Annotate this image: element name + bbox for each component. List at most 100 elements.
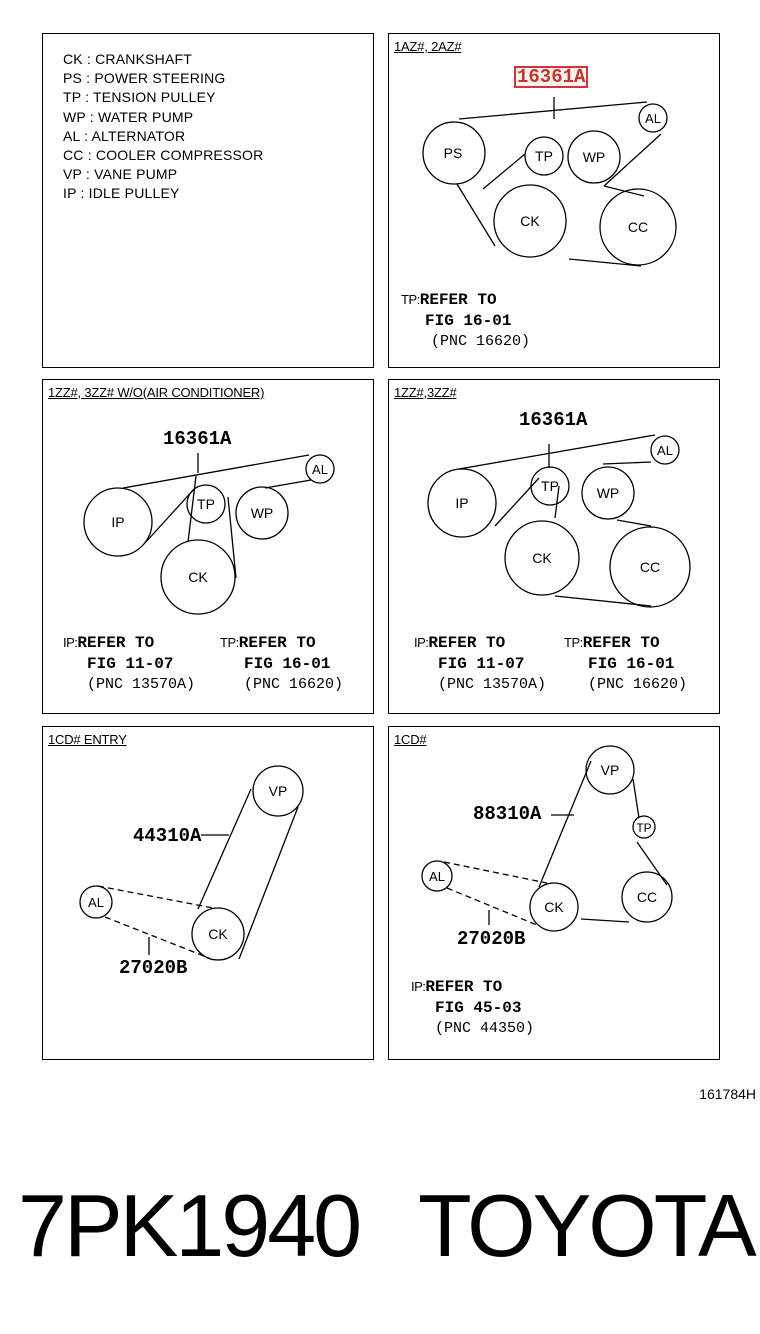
- pulley-label-tp: TP: [541, 478, 559, 494]
- pulley-label-cc: CC: [637, 889, 657, 905]
- illustration-code: 161784H: [699, 1086, 756, 1102]
- pulley-tp: [524, 136, 564, 176]
- part-number-16361a[interactable]: 16361A: [519, 409, 588, 431]
- ref-fig[interactable]: FIG 11-07: [87, 654, 174, 673]
- pulley-ck: [504, 520, 580, 596]
- ref-ip: IP:REFER TO FIG 45-03 (PNC 44350): [411, 977, 534, 1039]
- pulley-label-wp: WP: [583, 149, 606, 165]
- belt-diagram-1cd-entry: VP AL CK: [79, 765, 304, 961]
- belt-diagram-1zz-wo-ac: IP TP WP AL CK: [83, 453, 335, 615]
- ref-fig[interactable]: FIG 16-01: [425, 311, 512, 330]
- pulley-label-tp: TP: [197, 496, 215, 512]
- panel-1zz-3zz: IP TP WP AL CK CC 1ZZ#,3ZZ# 16361A IP:RE…: [388, 379, 720, 714]
- part-number-44310a[interactable]: 44310A: [133, 825, 202, 847]
- ref-tp: TP:REFER TO FIG 16-01 (PNC 16620): [220, 633, 343, 695]
- ref-ip: IP:REFER TO FIG 11-07 (PNC 13570A): [414, 633, 546, 695]
- brand-footer: TOYOTA: [418, 1176, 757, 1275]
- belt-segment: [632, 778, 640, 819]
- pulley-label-ck: CK: [208, 926, 228, 942]
- pulley-label-al: AL: [657, 443, 673, 458]
- belt-diagram-1az: PS TP WP AL CK CC: [422, 97, 677, 267]
- pulley-al: [638, 103, 668, 133]
- panel-title: 1ZZ#, 3ZZ# W/O(AIR CONDITIONER): [48, 385, 265, 400]
- belt-segment-dashed: [443, 861, 548, 884]
- panel-title: 1CD# ENTRY: [48, 732, 127, 747]
- ref-pnc: (PNC 13570A): [438, 676, 547, 693]
- pulley-al: [79, 885, 113, 919]
- part-number-88310a[interactable]: 88310A: [473, 803, 542, 825]
- ref-abbr: TP:: [564, 635, 583, 650]
- pulley-label-ip: IP: [111, 514, 124, 530]
- part-code-footer: 7PK1940: [18, 1176, 362, 1275]
- belt-segment: [238, 806, 299, 960]
- ref-fig[interactable]: FIG 16-01: [244, 654, 331, 673]
- ref-fig[interactable]: FIG 16-01: [588, 654, 675, 673]
- panel-title: 1ZZ#,3ZZ#: [394, 385, 457, 400]
- legend-item-ck: CK : CRANKSHAFT: [63, 51, 193, 67]
- belt-segment: [616, 519, 652, 527]
- part-number-16361a[interactable]: 16361A: [163, 428, 232, 450]
- pulley-vp: [585, 745, 635, 795]
- legend-item-ip: IP : IDLE PULLEY: [63, 185, 180, 202]
- belt-diagram-1cd: VP TP CC AL CK: [421, 745, 673, 932]
- ref-tp: TP:REFER TO FIG 16-01 (PNC 16620): [564, 633, 687, 695]
- ref-label: REFER TO: [582, 634, 660, 652]
- ref-abbr: IP:: [63, 635, 78, 650]
- part-number-27020b[interactable]: 27020B: [457, 928, 526, 950]
- pulley-ip: [427, 468, 497, 538]
- ref-pnc: (PNC 16620): [244, 676, 344, 693]
- belt-segment: [122, 454, 310, 489]
- legend-item-tp: TP : TENSION PULLEY: [63, 89, 216, 106]
- part-number-16361a-highlighted[interactable]: 16361A: [514, 66, 589, 88]
- pulley-al: [305, 454, 335, 484]
- pulley-al: [650, 435, 680, 465]
- ref-label: REFER TO: [238, 634, 316, 652]
- pulley-label-vp: VP: [601, 762, 620, 778]
- legend-item-cc: CC : COOLER COMPRESSOR: [63, 147, 264, 164]
- panel-1cd: VP TP CC AL CK 1CD# 88310A 27020B IP:REF…: [388, 726, 720, 1060]
- pulley-ck: [191, 907, 245, 961]
- pulley-label-ck: CK: [532, 550, 552, 566]
- legend-list: CK : CRANKSHAFT PS : POWER STEERING TP :…: [63, 50, 263, 204]
- ref-abbr: TP:: [220, 635, 239, 650]
- ref-pnc: (PNC 16620): [431, 333, 531, 350]
- pulley-tp: [530, 466, 570, 506]
- part-number-27020b[interactable]: 27020B: [119, 957, 188, 979]
- ref-fig[interactable]: FIG 45-03: [435, 998, 522, 1017]
- ref-abbr: IP:: [411, 979, 426, 994]
- pulley-label-wp: WP: [597, 485, 620, 501]
- ref-fig[interactable]: FIG 11-07: [438, 654, 525, 673]
- pulley-ck: [160, 539, 236, 615]
- legend-item-vp: VP : VANE PUMP: [63, 166, 178, 183]
- ref-ip: IP:REFER TO FIG 11-07 (PNC 13570A): [63, 633, 195, 695]
- belt-segment: [456, 183, 496, 247]
- pulley-label-al: AL: [88, 895, 104, 910]
- belt-segment: [603, 133, 662, 187]
- belt-segment: [482, 153, 526, 190]
- ref-pnc: (PNC 16620): [588, 676, 688, 693]
- belt-segment: [494, 477, 540, 527]
- pulley-wp: [567, 130, 621, 184]
- ref-tp: TP:REFER TO FIG 16-01 (PNC 16620): [401, 290, 530, 352]
- pulley-ps: [422, 121, 486, 185]
- panel-1zz-3zz-wo-ac: IP TP WP AL CK 1ZZ#, 3ZZ# W/O(AIR CONDIT…: [42, 379, 374, 714]
- ref-pnc: (PNC 44350): [435, 1020, 535, 1037]
- pulley-wp: [235, 486, 289, 540]
- ref-abbr: TP:: [401, 292, 420, 307]
- pulley-cc: [599, 188, 677, 266]
- pulley-label-vp: VP: [269, 783, 288, 799]
- belt-segment: [197, 788, 252, 910]
- belt-segment: [602, 461, 652, 465]
- pulley-tp: [186, 484, 226, 524]
- belt-segment: [227, 496, 237, 579]
- panel-1az-2az: PS TP WP AL CK CC 1AZ#, 2AZ# 16361A TP:R…: [388, 33, 720, 368]
- pulley-label-tp: TP: [636, 821, 651, 835]
- pulley-tp: [632, 815, 656, 839]
- legend-panel: CK : CRANKSHAFT PS : POWER STEERING TP :…: [42, 33, 374, 368]
- belt-segment-dashed: [446, 887, 538, 926]
- belt-segment: [187, 475, 197, 543]
- pulley-label-ck: CK: [544, 899, 564, 915]
- ref-abbr: IP:: [414, 635, 429, 650]
- ref-label: REFER TO: [419, 291, 497, 309]
- pulley-cc: [609, 526, 691, 608]
